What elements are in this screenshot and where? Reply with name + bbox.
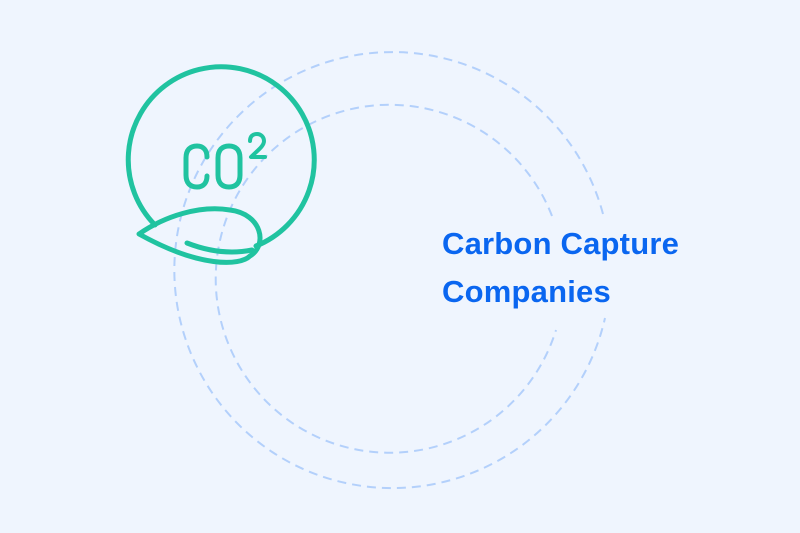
leaf-icon <box>136 206 263 265</box>
outer-dashed-circle <box>173 51 606 490</box>
page-title: Carbon Capture Companies <box>442 220 679 316</box>
inner-dashed-circle <box>214 103 557 454</box>
letter-o <box>215 143 243 190</box>
title-line-1: Carbon Capture <box>442 226 680 261</box>
co2-circle <box>125 64 317 249</box>
title-line-2: Companies <box>442 274 611 309</box>
co2-leaf-icon <box>125 64 317 265</box>
dashed-circles <box>173 51 606 490</box>
leaf-vein <box>184 240 255 255</box>
superscript-two <box>248 132 267 159</box>
letter-c <box>183 143 210 190</box>
